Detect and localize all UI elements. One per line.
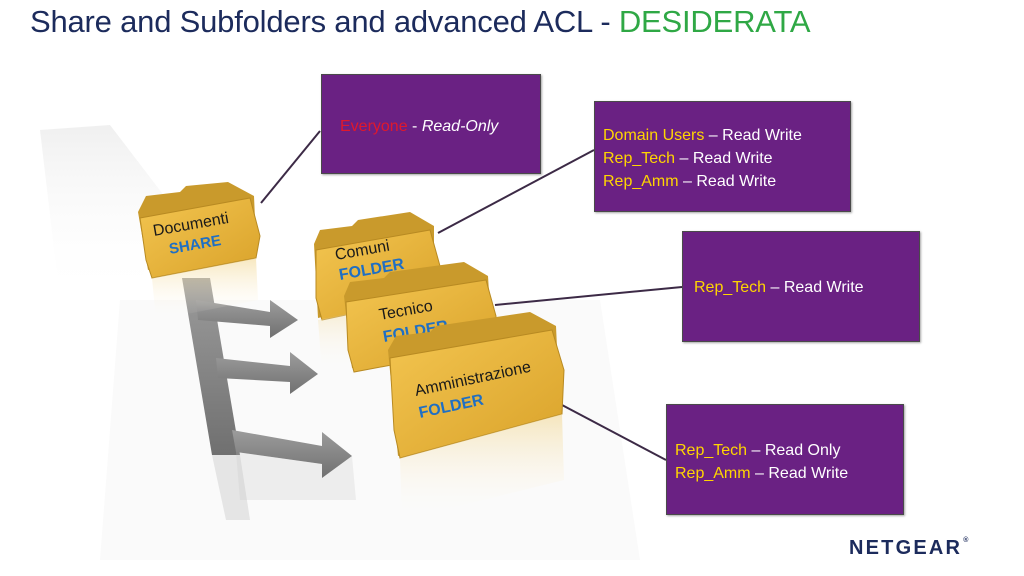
- acl-line: Domain Users – Read Write: [603, 124, 850, 147]
- branch-arrow-tecnico: [216, 352, 318, 394]
- acl-separator: –: [704, 127, 723, 144]
- trunk-arrow: [182, 278, 240, 455]
- tree-arrows: [182, 278, 356, 520]
- acl-principal: Domain Users: [603, 127, 705, 144]
- acl-principal: Everyone: [340, 118, 408, 135]
- acl-separator: –: [750, 465, 769, 482]
- acl-line: Rep_Amm – Read Write: [603, 170, 850, 193]
- acl-permission: Read Write: [783, 279, 864, 296]
- acl-principal: Rep_Amm: [603, 173, 679, 190]
- acl-box-amministrazione: Rep_Tech – Read Only Rep_Amm – Read Writ…: [666, 404, 904, 515]
- acl-box-comuni: Domain Users – Read Write Rep_Tech – Rea…: [594, 101, 851, 212]
- connector-lines: [260, 130, 683, 461]
- acl-separator: –: [747, 442, 765, 459]
- acl-principal: Rep_Amm: [675, 465, 751, 482]
- folder-documenti: Documenti SHARE: [138, 182, 261, 320]
- acl-separator: –: [675, 150, 693, 167]
- acl-permission: Read Write: [722, 127, 802, 144]
- acl-separator: –: [678, 173, 697, 190]
- connector-tecnico: [494, 286, 683, 306]
- branch-arrow-comuni: [196, 300, 298, 338]
- acl-line: Rep_Tech – Read Write: [603, 147, 850, 170]
- acl-separator: -: [407, 118, 422, 135]
- registered-mark: ®: [963, 537, 969, 544]
- acl-permission: Read Only: [764, 442, 841, 459]
- acl-permission: Read Write: [768, 465, 849, 482]
- acl-principal: Rep_Tech: [694, 279, 767, 296]
- branch-arrow-amm: [232, 430, 352, 478]
- acl-box-tecnico: Rep_Tech – Read Write: [682, 231, 920, 342]
- netgear-logo: NETGEAR®: [849, 537, 968, 560]
- acl-line: Rep_Amm – Read Write: [675, 462, 903, 485]
- acl-line: Everyone - Read-Only: [340, 115, 540, 138]
- connector-amm: [561, 404, 667, 461]
- acl-line: Rep_Tech – Read Only: [675, 439, 903, 462]
- acl-line: Rep_Tech – Read Write: [694, 276, 919, 299]
- acl-principal: Rep_Tech: [675, 442, 748, 459]
- connector-share: [260, 130, 321, 204]
- title-accent: DESIDERATA: [618, 4, 811, 39]
- slide-title: Share and Subfolders and advanced ACL - …: [30, 4, 811, 40]
- acl-permission: Read Write: [696, 173, 777, 190]
- acl-separator: –: [766, 279, 784, 296]
- acl-principal: Rep_Tech: [603, 150, 676, 167]
- acl-permission: Read Write: [692, 150, 773, 167]
- connector-comuni: [437, 149, 595, 234]
- folder-amministrazione: Amministrazione FOLDER: [388, 312, 565, 520]
- title-main: Share and Subfolders and advanced ACL -: [30, 4, 619, 39]
- acl-box-share: Everyone - Read-Only: [321, 74, 541, 174]
- acl-permission: Read-Only: [421, 118, 499, 135]
- logo-text: NETGEAR: [849, 537, 963, 559]
